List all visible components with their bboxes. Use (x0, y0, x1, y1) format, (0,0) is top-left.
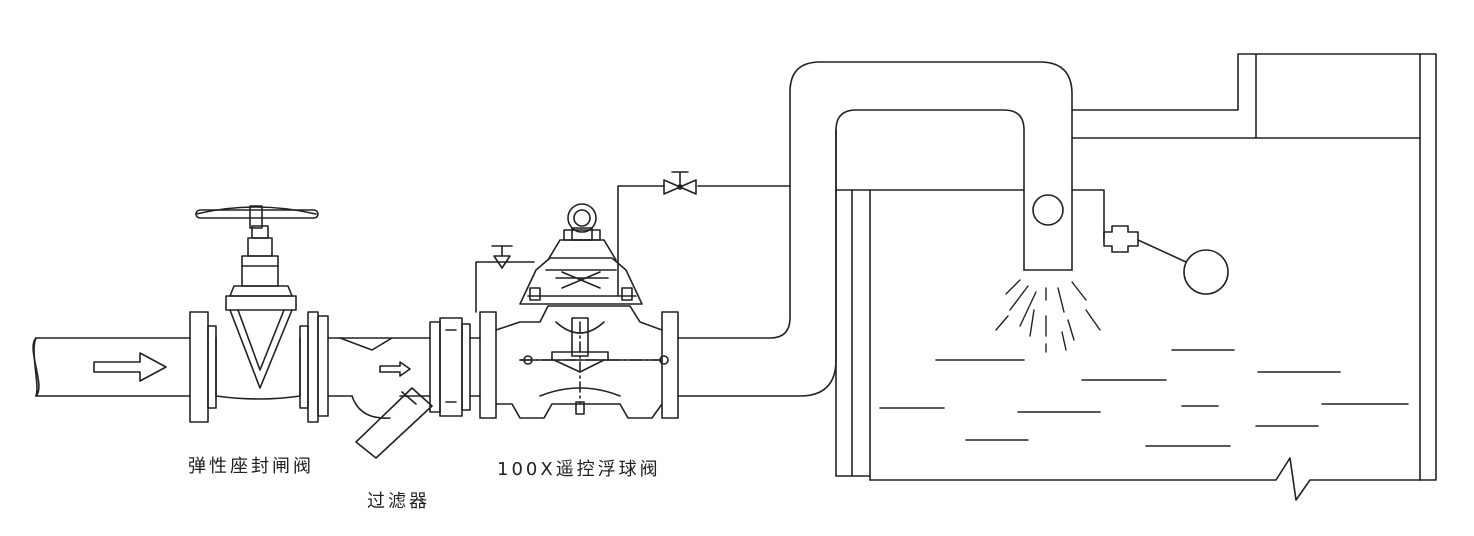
water-spray (996, 280, 1100, 352)
gate-valve (190, 206, 328, 422)
water-lines (880, 350, 1408, 446)
handwheel-icon (196, 206, 318, 228)
float-valve-label: 100X遥控浮球阀 (497, 459, 661, 480)
outlet-pipe (678, 62, 1072, 396)
water-tank (836, 54, 1436, 500)
inlet-pipe (33, 338, 190, 396)
strainer (340, 318, 470, 458)
connector-pipe (328, 338, 430, 396)
filter-label: 过滤器 (367, 491, 430, 512)
needle-valve-icon (664, 172, 696, 194)
float-valve (470, 204, 678, 418)
gate-valve-label: 弹性座封闸阀 (188, 456, 314, 477)
arrow-right-icon (94, 353, 166, 381)
float-ball-icon (1104, 226, 1228, 294)
control-tubing (476, 172, 790, 312)
